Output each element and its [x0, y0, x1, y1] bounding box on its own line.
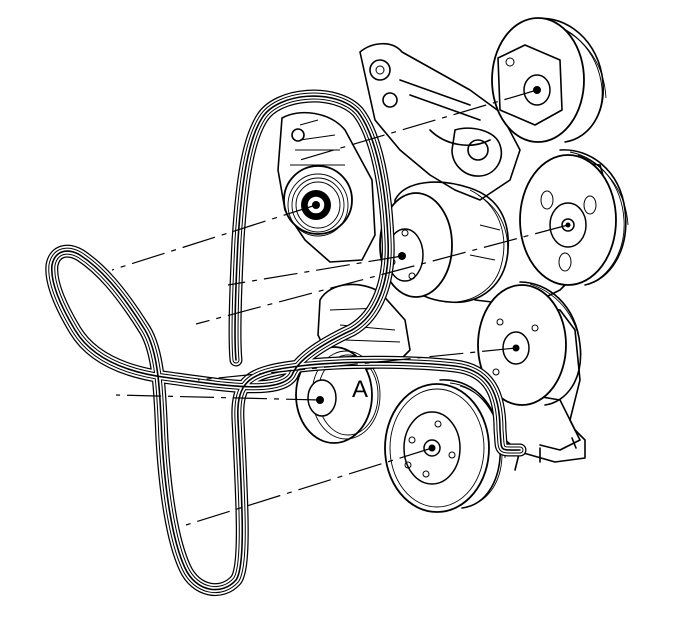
centerline-power-steering [195, 224, 569, 325]
centerline-water-pump [227, 255, 403, 286]
tensioner-pulley-ribs [287, 173, 349, 237]
centerline-idler [197, 347, 517, 381]
serpentine-belt [45, 89, 527, 596]
water-pump-pulley [379, 181, 510, 304]
belt-tensioner [277, 111, 376, 263]
centerline-alternator [299, 89, 538, 161]
crankshaft-pulley [384, 379, 506, 513]
idler-pulley [477, 281, 582, 406]
centerline-crankshaft [185, 447, 433, 526]
power-steering-pulley [519, 149, 629, 286]
callout-label-a: A [352, 376, 368, 403]
centerline-tensioner [111, 204, 317, 271]
centerline-ac-compressor [115, 394, 321, 401]
alternator-pulley [491, 17, 607, 143]
pulley-centerlines [111, 89, 569, 526]
